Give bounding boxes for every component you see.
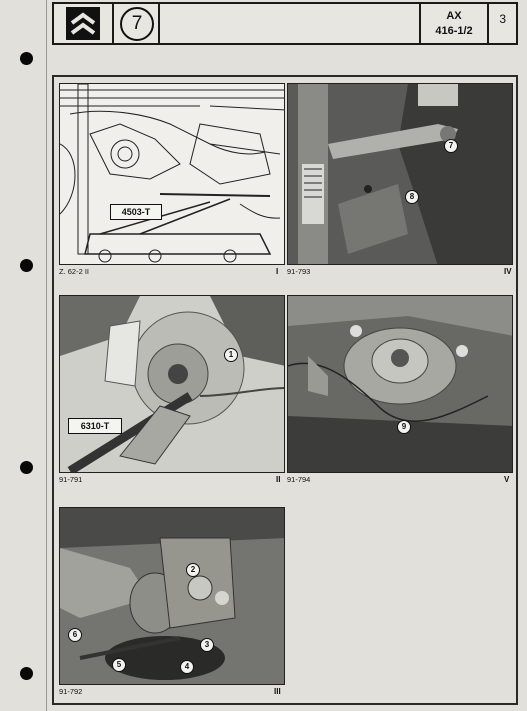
figure-V-photo: 9: [287, 295, 513, 473]
page-header: 7 AX 416-1/2 3: [52, 2, 518, 45]
punch-hole: [20, 259, 33, 272]
step-number: 7: [120, 7, 154, 41]
step-number-cell: 7: [114, 4, 160, 43]
figure-IV-photo: 7 8: [287, 83, 513, 265]
tool-label-6310-t: 6310-T: [68, 418, 122, 434]
callout-5: 5: [112, 658, 126, 672]
citroen-logo: [66, 7, 100, 40]
callout-7: 7: [444, 139, 458, 153]
callout-9: 9: [397, 420, 411, 434]
callout-4: 4: [180, 660, 194, 674]
punch-hole: [20, 667, 33, 680]
tool-label-4503-t: 4503-T: [110, 204, 162, 220]
figure-roman-numeral: I: [276, 267, 279, 276]
figure-roman-numeral: V: [504, 475, 510, 484]
figure-III-photo: 2 3 4 5 6: [59, 507, 285, 685]
reference-label: 416-1/2: [435, 25, 473, 37]
figure-caption: 91-793: [287, 267, 311, 276]
callout-1: 1: [224, 348, 238, 362]
figure-caption: 91-794: [287, 475, 311, 484]
figure-caption: Z. 62-2 II: [59, 267, 90, 276]
figure-roman-numeral: II: [276, 475, 281, 484]
figure-caption: 91-792: [59, 687, 83, 696]
logo-cell: [54, 4, 114, 43]
reference-cell: AX 416-1/2: [419, 4, 489, 43]
page-number: 3: [499, 12, 506, 26]
figure-roman-numeral: III: [274, 687, 281, 696]
figure-caption: 91-791: [59, 475, 83, 484]
figure-II-photo: 1 6310-T: [59, 295, 285, 473]
binder-margin-line: [46, 0, 47, 711]
model-label: AX: [446, 10, 462, 22]
callout-8: 8: [405, 190, 419, 204]
punch-hole: [20, 52, 33, 65]
callout-6: 6: [68, 628, 82, 642]
figure-I-drawing: 4503-T: [59, 83, 285, 265]
figures-frame: 4503-T Z. 62-2 II I 7 8 91-793 IV: [52, 75, 518, 705]
callout-2: 2: [186, 563, 200, 577]
callout-3: 3: [200, 638, 214, 652]
figure-roman-numeral: IV: [504, 267, 512, 276]
punch-hole: [20, 461, 33, 474]
